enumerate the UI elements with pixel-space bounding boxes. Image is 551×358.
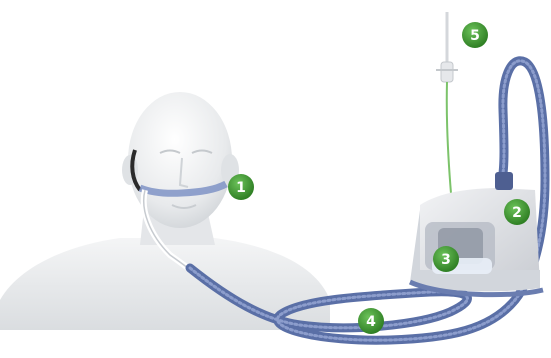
callout-4-label: 4 <box>366 314 376 330</box>
patient-figure <box>0 92 330 330</box>
callout-3: 3 <box>433 246 459 272</box>
callout-5: 5 <box>462 22 488 48</box>
callout-1-label: 1 <box>236 180 246 196</box>
humidifier-device <box>410 172 543 295</box>
callout-1: 1 <box>228 174 254 200</box>
callout-2-label: 2 <box>512 205 522 221</box>
callout-4: 4 <box>358 308 384 334</box>
callout-5-label: 5 <box>470 28 480 44</box>
water-bag-line <box>436 12 465 222</box>
callout-3-label: 3 <box>441 252 451 268</box>
callout-2: 2 <box>504 199 530 225</box>
